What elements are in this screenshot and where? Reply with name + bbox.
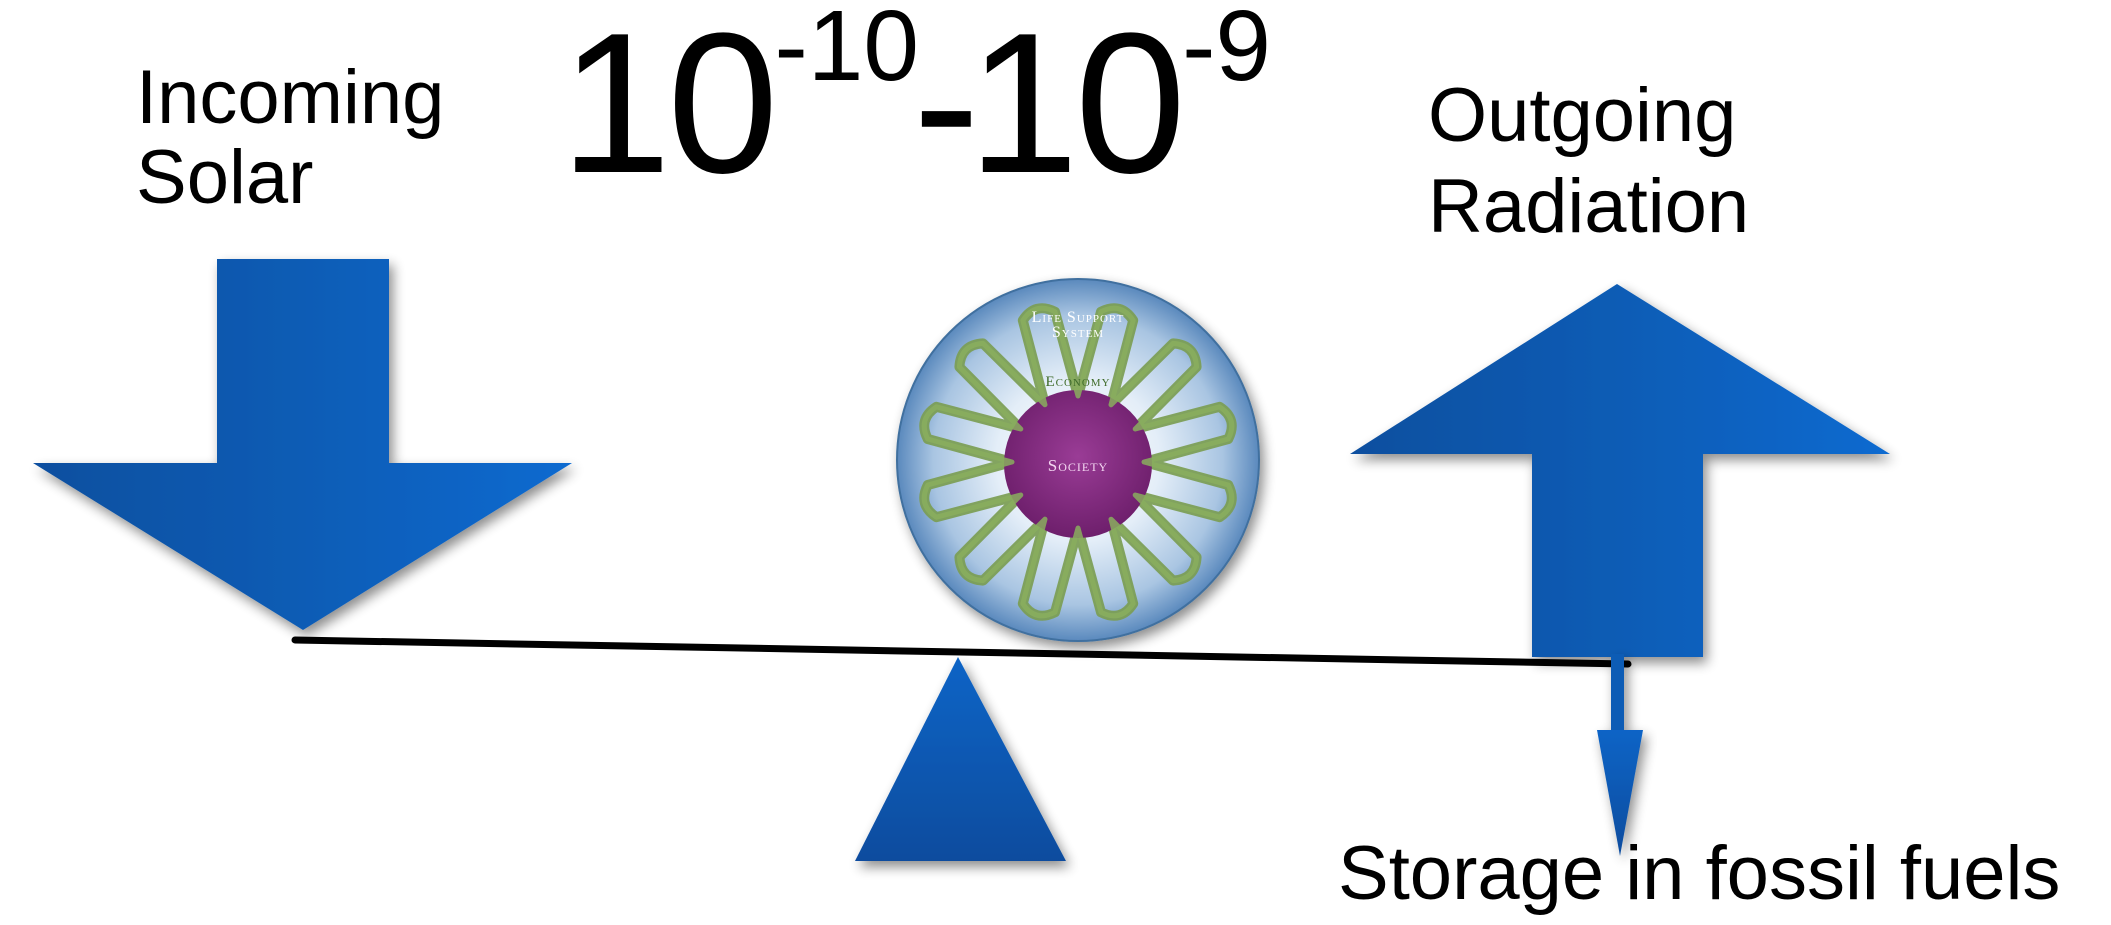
incoming-solar-arrow bbox=[33, 259, 572, 630]
ratio-dash: - bbox=[913, 0, 980, 215]
ratio-base-1: 10 bbox=[560, 0, 778, 215]
balance-beam bbox=[291, 636, 1632, 668]
economy-label: Economy bbox=[1045, 374, 1110, 390]
outgoing-radiation-arrow bbox=[1350, 284, 1890, 657]
incoming-solar-label: Incoming Solar bbox=[136, 58, 444, 218]
storage-arrow bbox=[1597, 654, 1643, 856]
sustainability-globe: Life Support System Economy Society bbox=[896, 278, 1260, 642]
ratio-exponent-1: -10 bbox=[774, 0, 919, 102]
ratio-exponent-2: -9 bbox=[1182, 0, 1271, 102]
incoming-line-2: Solar bbox=[136, 134, 314, 220]
fulcrum-triangle bbox=[855, 657, 1066, 861]
outgoing-line-1: Outgoing bbox=[1428, 73, 1737, 158]
society-core bbox=[1004, 390, 1152, 538]
society-label: Society bbox=[1048, 456, 1108, 475]
life-support-label: Life Support bbox=[1032, 309, 1125, 326]
system-label: System bbox=[1052, 324, 1104, 341]
ratio-base-2: 10 bbox=[967, 0, 1186, 215]
ratio-label: 10-10-10-9 bbox=[560, 0, 1271, 204]
storage-label: Storage in fossil fuels bbox=[1338, 831, 2061, 916]
incoming-line-1: Incoming bbox=[136, 55, 445, 140]
outgoing-radiation-label: Outgoing Radiation bbox=[1428, 70, 1749, 252]
outgoing-line-2: Radiation bbox=[1428, 164, 1750, 250]
economy-petals bbox=[921, 305, 1235, 619]
